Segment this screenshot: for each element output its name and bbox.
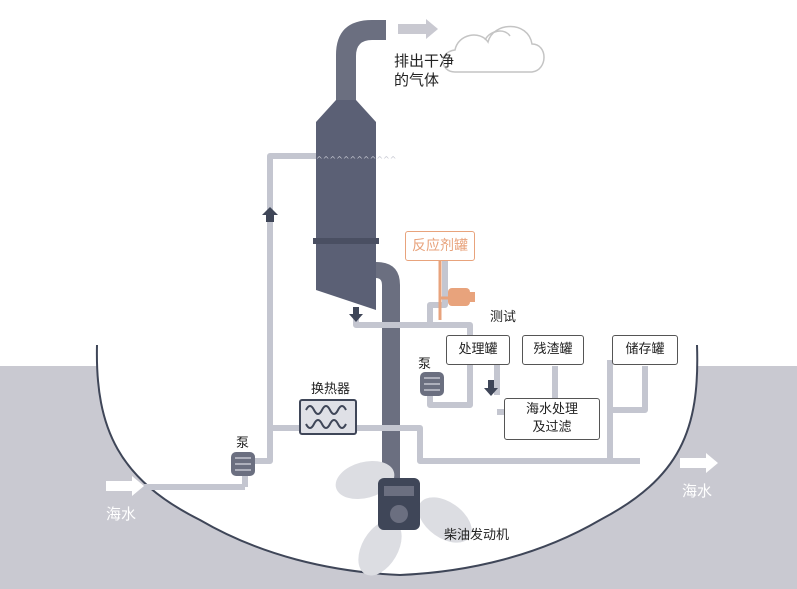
reagent-tank: 反应剂罐: [405, 231, 475, 261]
storage-tank: 储存罐: [612, 335, 678, 365]
pump-left-icon: [231, 452, 255, 476]
pump-right-label: 泵: [418, 357, 432, 372]
seawater-out-label: 海水: [682, 482, 713, 500]
pump-left-label: 泵: [236, 436, 250, 451]
seawater-treatment-line2: 及过滤: [532, 420, 572, 435]
cloud-icon: [442, 25, 545, 73]
seawater-treatment-box: 海水处理 及过滤: [504, 398, 600, 440]
exhaust-label-line2: 的气体: [394, 71, 440, 89]
reagent-pump-icon: [448, 288, 475, 306]
exhaust-label-line1: 排出干净: [394, 52, 455, 70]
seawater-treatment-line1: 海水处理: [525, 402, 578, 417]
exhaust-inlet-pipe: [376, 262, 400, 500]
pump-right-icon: [420, 372, 444, 396]
flow-arrow-down-icon: [349, 307, 363, 322]
seawater-in-label: 海水: [106, 505, 137, 523]
spray-nozzles: ^^^^^^^^^^^^: [316, 155, 396, 164]
treatment-tank: 处理罐: [446, 335, 510, 365]
exhaust-arrow-icon: [398, 19, 438, 39]
residue-tank: 残渣罐: [522, 335, 584, 365]
diesel-engine-label: 柴油发动机: [444, 528, 510, 543]
scrubber-tower: [316, 100, 376, 310]
seawater-in-arrow-icon: [106, 476, 144, 496]
flow-arrow-down-2-icon: [484, 380, 498, 396]
seawater-out-arrow-icon: [680, 453, 718, 473]
propeller-icon: [335, 460, 472, 576]
heat-exchanger-icon: [299, 399, 357, 435]
heat-exchanger-label: 换热器: [311, 382, 351, 397]
flow-arrow-up-icon: [262, 207, 278, 222]
exhaust-stack: [336, 20, 386, 105]
scrubber-flange: [313, 238, 379, 244]
diesel-engine-icon: [378, 478, 420, 530]
test-label: 测试: [490, 310, 517, 325]
exhaust-label: 排出干净 的气体: [394, 52, 454, 90]
